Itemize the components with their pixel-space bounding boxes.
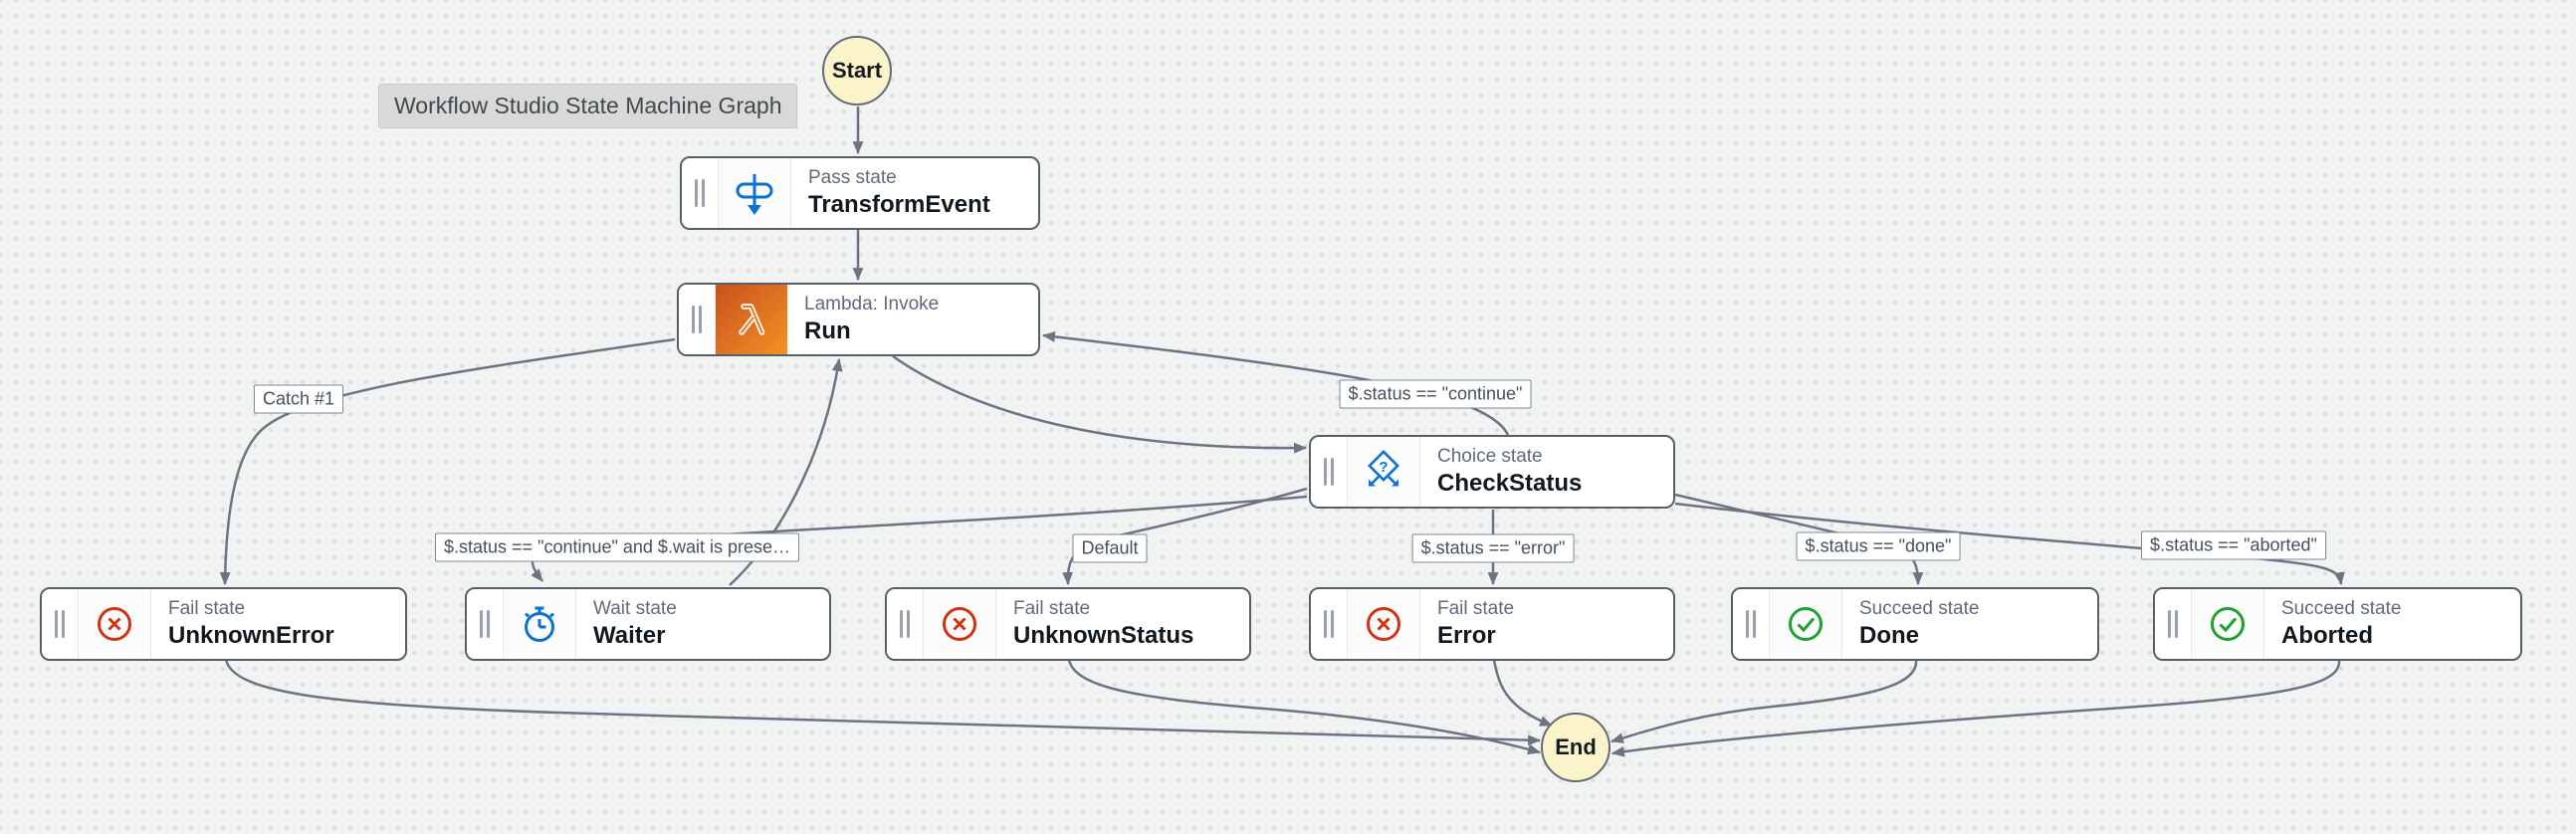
edge-label-status-done: $.status == "done" <box>1796 531 1961 561</box>
edge-label-catch-1: Catch #1 <box>253 384 344 414</box>
state-type-label: Fail state <box>1013 597 1091 619</box>
state-type-label: Succeed state <box>2281 597 2402 619</box>
wait-icon <box>504 589 576 659</box>
fail-icon <box>1348 589 1420 659</box>
state-name: Done <box>1859 622 1919 650</box>
end-node: End <box>1541 713 1610 782</box>
edge-label-default: Default <box>1072 533 1148 563</box>
start-label: Start <box>831 58 883 83</box>
state-name: Aborted <box>2281 622 2373 650</box>
state-node-run[interactable]: Lambda: Invoke Run <box>677 283 1040 356</box>
drag-handle-icon[interactable] <box>2155 589 2192 659</box>
edge-run-checkstatus <box>892 354 1308 454</box>
start-node: Start <box>822 36 892 105</box>
state-node-checkstatus[interactable]: ? Choice state CheckStatus <box>1309 435 1675 509</box>
drag-handle-icon[interactable] <box>887 589 924 659</box>
drag-handle-icon[interactable] <box>1733 589 1770 659</box>
state-name: TransformEvent <box>808 191 990 219</box>
edge-aborted-end <box>1610 659 2341 757</box>
state-name: Waiter <box>593 622 666 650</box>
pass-icon <box>719 158 791 228</box>
edge-label-status-error: $.status == "error" <box>1411 533 1575 563</box>
drag-handle-icon[interactable] <box>42 589 79 659</box>
state-type-label: Wait state <box>593 597 677 619</box>
state-type-label: Fail state <box>168 597 246 619</box>
choice-icon: ? <box>1348 437 1420 507</box>
graph-tooltip: Workflow Studio State Machine Graph <box>378 84 798 128</box>
succeed-icon <box>2192 589 2264 659</box>
state-type-label: Fail state <box>1437 597 1515 619</box>
state-name: UnknownStatus <box>1013 622 1194 650</box>
state-node-done[interactable]: Succeed state Done <box>1731 587 2099 661</box>
fail-icon <box>924 589 996 659</box>
edge-done-end <box>1610 659 1918 743</box>
state-node-unknownerror[interactable]: Fail state UnknownError <box>40 587 407 661</box>
state-name: CheckStatus <box>1437 470 1583 498</box>
lambda-icon <box>716 285 787 354</box>
drag-handle-icon[interactable] <box>1311 589 1348 659</box>
drag-handle-icon[interactable] <box>679 285 716 354</box>
state-node-waiter[interactable]: Wait state Waiter <box>465 587 831 661</box>
end-label: End <box>1555 734 1597 759</box>
edge-label-status-continue: $.status == "continue" <box>1339 379 1532 409</box>
edge-run-unknownerror-catch <box>219 337 676 586</box>
edge-waiter-run <box>729 357 843 586</box>
edge-label-status-aborted: $.status == "aborted" <box>2141 530 2326 560</box>
drag-handle-icon[interactable] <box>1311 437 1348 507</box>
state-type-label: Lambda: Invoke <box>804 293 940 314</box>
state-name: Run <box>804 317 851 345</box>
state-node-unknownstatus[interactable]: Fail state UnknownStatus <box>885 587 1251 661</box>
state-name: UnknownError <box>168 622 334 650</box>
svg-text:?: ? <box>1379 459 1388 476</box>
fail-icon <box>79 589 151 659</box>
edge-unknownerror-end <box>224 659 1542 746</box>
drag-handle-icon[interactable] <box>682 158 719 228</box>
state-type-label: Pass state <box>808 166 897 188</box>
state-name: Error <box>1437 622 1496 650</box>
state-type-label: Choice state <box>1437 445 1543 467</box>
edge-label-status-continue-wait: $.status == "continue" and $.wait is pre… <box>435 532 799 562</box>
edge-error-end <box>1492 659 1554 728</box>
succeed-icon <box>1770 589 1842 659</box>
state-type-label: Succeed state <box>1859 597 1980 619</box>
state-node-transformevent[interactable]: Pass state TransformEvent <box>680 156 1040 230</box>
drag-handle-icon[interactable] <box>467 589 504 659</box>
edge-unknownstatus-end <box>1067 659 1542 755</box>
state-node-error[interactable]: Fail state Error <box>1309 587 1675 661</box>
state-node-aborted[interactable]: Succeed state Aborted <box>2153 587 2522 661</box>
